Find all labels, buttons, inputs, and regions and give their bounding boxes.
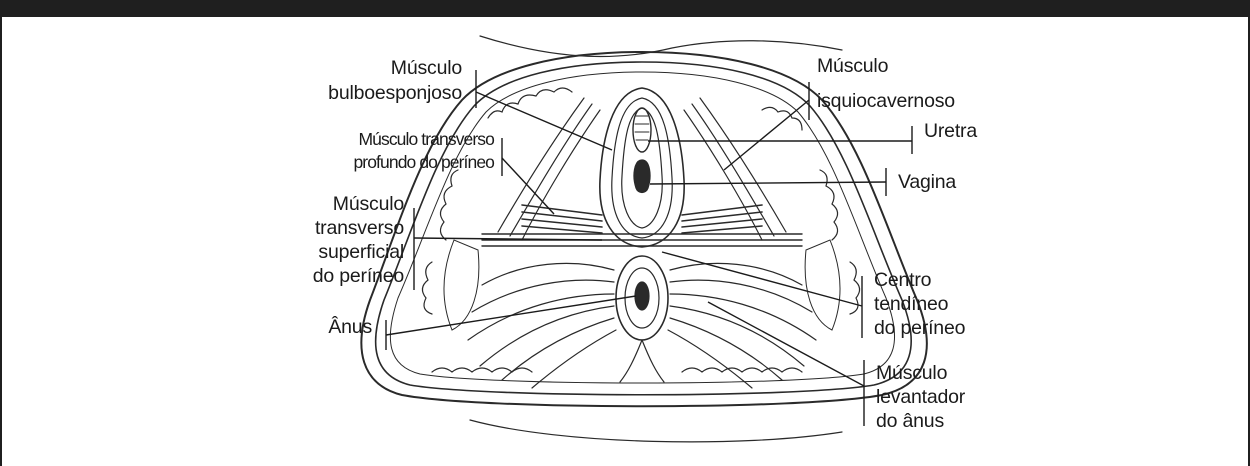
label-centro-tendineo-line2: tendíneo xyxy=(874,293,948,316)
label-levantador-line2: levantador xyxy=(876,386,965,409)
label-levantador-line3: do ânus xyxy=(876,410,944,433)
label-centro-tendineo-line3: do períneo xyxy=(874,317,965,340)
label-bulboesponjoso-line2: bulboesponjoso xyxy=(302,82,462,105)
label-transverso-superficial-line2: transverso xyxy=(302,217,404,240)
label-vagina: Vagina xyxy=(898,171,956,194)
label-transverso-profundo-line2: profundo do períneo xyxy=(302,151,494,173)
label-transverso-profundo-line1: Músculo transverso xyxy=(302,128,494,150)
label-transverso-superficial-line1: Músculo xyxy=(302,193,404,216)
label-transverso-superficial-line3: superficial xyxy=(302,241,404,264)
label-transverso-superficial-line4: do períneo xyxy=(302,265,404,288)
label-isquiocavernoso-line1: Músculo xyxy=(817,55,888,78)
label-centro-tendineo-line1: Centro xyxy=(874,269,931,292)
label-isquiocavernoso-line2: isquiocavernoso xyxy=(817,90,955,113)
label-levantador-line1: Músculo xyxy=(876,362,947,385)
label-bulboesponjoso-line1: Músculo xyxy=(342,57,462,80)
label-uretra: Uretra xyxy=(924,120,977,143)
label-anus: Ânus xyxy=(302,316,372,339)
